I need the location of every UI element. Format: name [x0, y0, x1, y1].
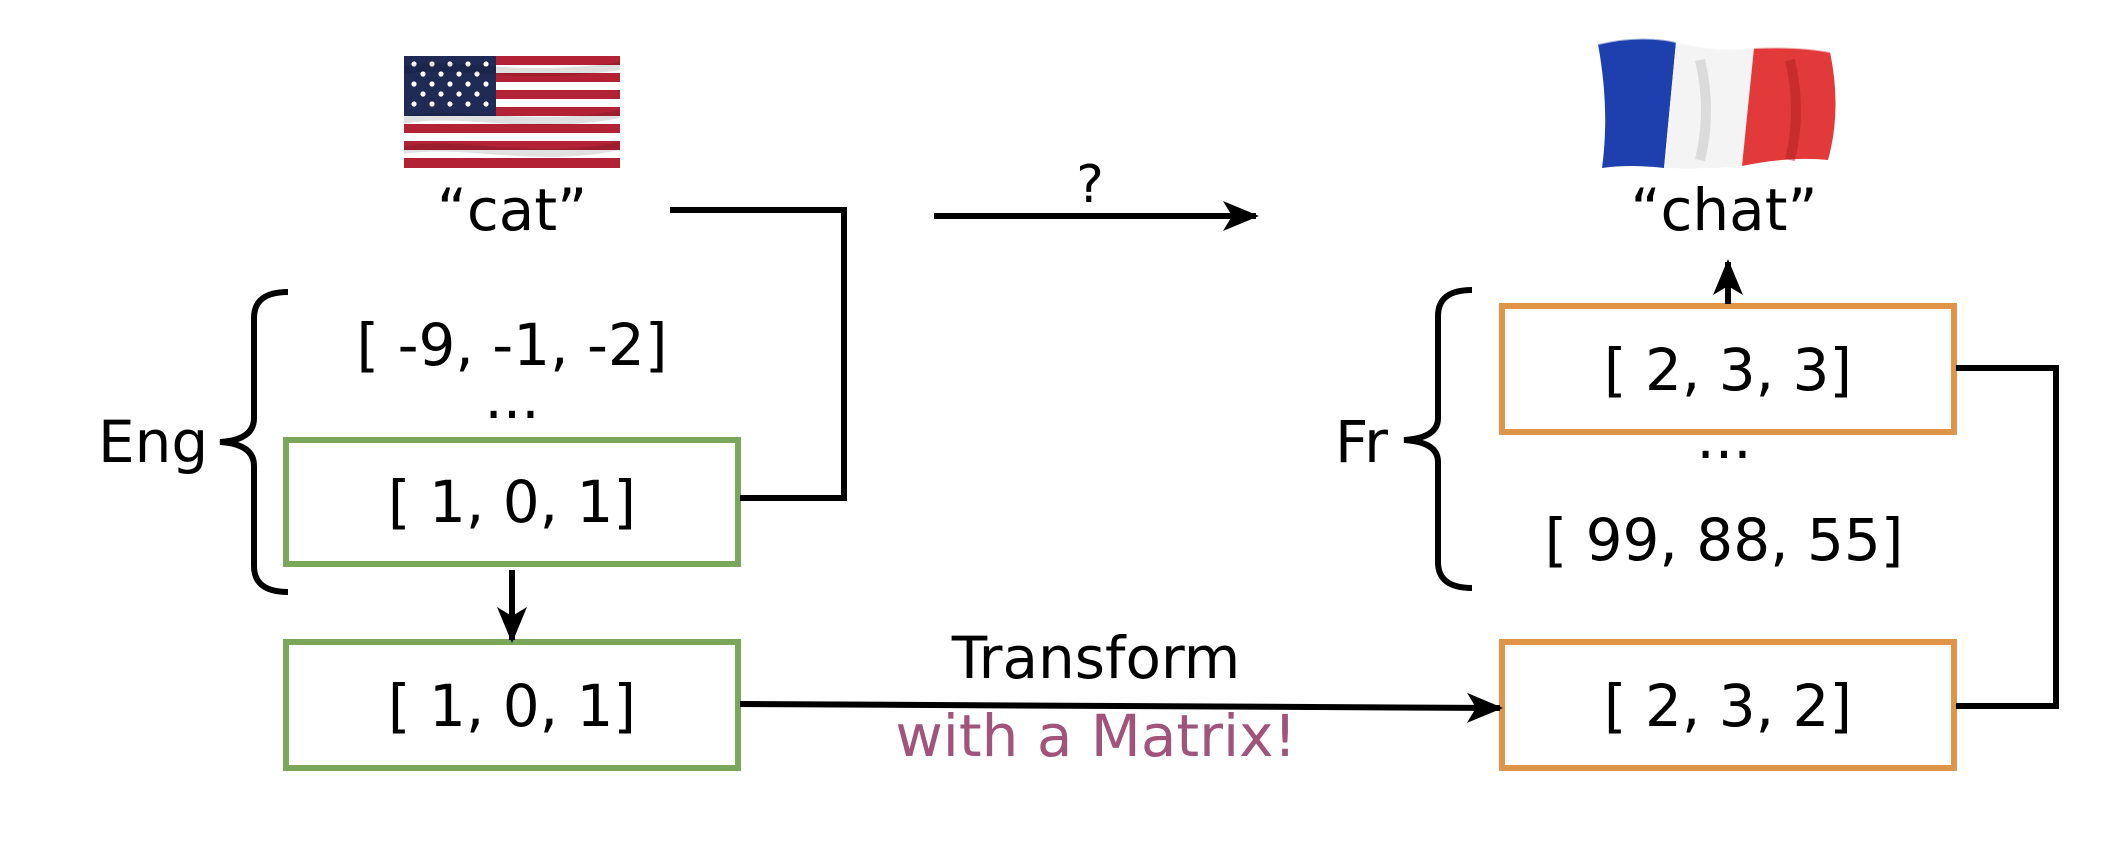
- eng-selected-vector: [ 1, 0, 1]: [388, 468, 636, 536]
- cat-to-vector-connector: [670, 207, 847, 501]
- eng-vector-ellipsis: ...: [484, 364, 539, 432]
- transform-label: Transform: [951, 624, 1241, 692]
- transform-sublabel: with a Matrix!: [895, 702, 1296, 770]
- france-flag-icon: [1597, 37, 1836, 169]
- source-word: “cat”: [437, 176, 587, 244]
- eng-copied-vector-box: [ 1, 0, 1]: [283, 639, 741, 771]
- fr-transformed-vector-box: [ 2, 3, 2]: [1499, 639, 1957, 771]
- fr-brace: [1403, 287, 1473, 591]
- fr-vector-bottom: [ 99, 88, 55]: [1545, 506, 1904, 574]
- eng-vector-top: [ -9, -1, -2]: [357, 311, 668, 379]
- question-label: ?: [1076, 155, 1104, 215]
- eng-group-label: Eng: [98, 408, 208, 476]
- target-word: “chat”: [1630, 176, 1817, 244]
- us-flag-icon: [404, 56, 620, 168]
- fr-nearest-vector-box: [ 2, 3, 3]: [1499, 303, 1957, 435]
- fr-transformed-vector: [ 2, 3, 2]: [1604, 672, 1852, 740]
- eng-selected-vector-box: [ 1, 0, 1]: [283, 437, 741, 567]
- fr-group-label: Fr: [1335, 408, 1388, 476]
- transformed-to-nearest-connector: [1956, 365, 2059, 709]
- transform-arrow: [739, 692, 1503, 723]
- eng-brace: [219, 289, 289, 595]
- fr-nearest-vector: [ 2, 3, 3]: [1604, 336, 1852, 404]
- eng-copied-vector: [ 1, 0, 1]: [388, 672, 636, 740]
